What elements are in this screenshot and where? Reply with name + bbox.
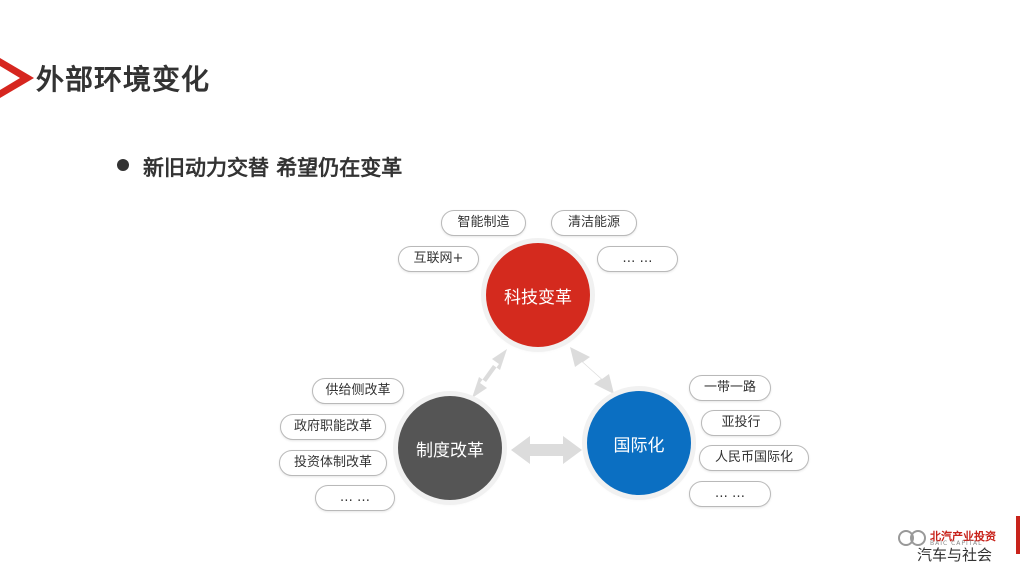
tech-item: … … (597, 246, 678, 272)
watermark: 汽车与社会 (917, 546, 993, 564)
hub-system: 制度改革 (398, 396, 502, 500)
tech-item: 智能制造 (441, 210, 526, 236)
tech-item: 清洁能源 (551, 210, 637, 236)
logo-subtext: BAIC CAPITAL (930, 540, 983, 547)
arrow-tech-intl (570, 347, 614, 394)
baic-capital-logo: 北汽产业投资 BAIC CAPITAL (898, 527, 1008, 549)
page-title: 外部环境变化 (36, 63, 211, 96)
hub-international: 国际化 (587, 391, 691, 495)
hub-system-label: 制度改革 (416, 440, 484, 461)
bullet-dot (117, 159, 129, 171)
footer-accent-bar (1016, 516, 1020, 554)
tech-item: 互联网+ (398, 246, 479, 272)
arrow-tech-system (472, 349, 507, 398)
logo-text: 北汽产业投资 (930, 530, 996, 543)
header-arrow-icon (0, 58, 34, 98)
intl-item: 亚投行 (701, 410, 781, 436)
system-item: 政府职能改革 (280, 414, 386, 440)
system-item: 供给侧改革 (312, 378, 404, 404)
bullet-text: 新旧动力交替 希望仍在变革 (143, 156, 403, 180)
hub-international-label: 国际化 (613, 435, 665, 456)
hub-tech-label: 科技变革 (504, 287, 572, 308)
intl-item: 一带一路 (689, 375, 771, 401)
arrow-system-intl (511, 436, 582, 464)
intl-item: 人民币国际化 (699, 445, 809, 471)
system-item: … … (315, 485, 395, 511)
logo-rings-icon (898, 530, 926, 546)
intl-item: … … (689, 481, 771, 507)
hub-tech: 科技变革 (486, 243, 590, 347)
system-item: 投资体制改革 (279, 450, 387, 476)
